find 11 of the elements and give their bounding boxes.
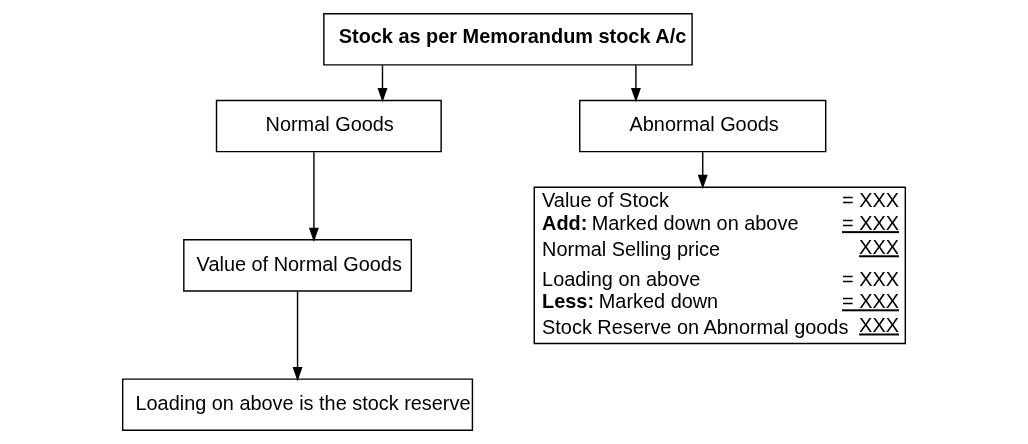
arrow — [377, 64, 388, 103]
node-box: Abnormal Goods — [579, 99, 827, 153]
arrow — [308, 151, 319, 242]
node-box: Value of Stock = XXX Add: Marked down on above = XXX Normal Selling price XXX Loading on above = XXX Less: Marked down = XXX Stock Reserve on Abnormal goods XXX — [533, 186, 906, 345]
arrow — [630, 64, 641, 103]
arrow — [697, 151, 708, 190]
node-box: Stock as per Memorandum stock A/c — [323, 13, 693, 66]
node-box: Normal Goods — [215, 99, 442, 153]
arrow — [292, 290, 303, 382]
node-box: Value of Normal Goods — [183, 239, 412, 292]
node-box: Loading on above is the stock reserve — [122, 378, 474, 431]
